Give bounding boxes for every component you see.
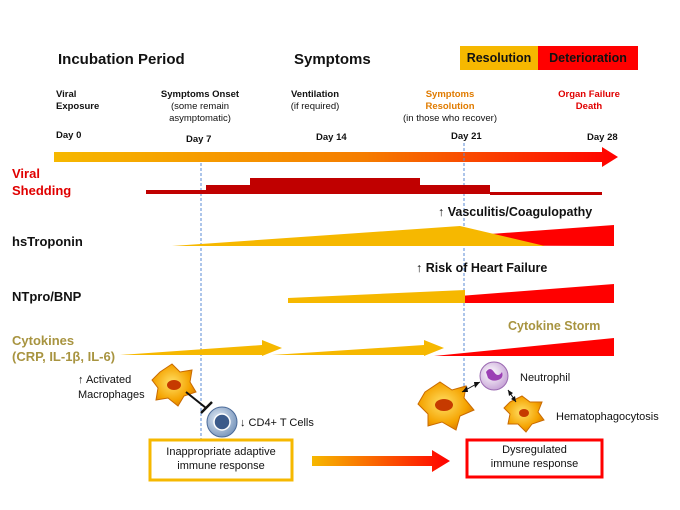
deterioration-label: Deterioration	[549, 51, 627, 65]
viral-shedding-profile	[146, 178, 490, 194]
cytokines-label-line2: (CRP, IL-1β, IL-6)	[12, 349, 116, 364]
macrophages-label-line1: ↑ Activated	[78, 374, 132, 386]
cd4-label: ↓ CD4+ T Cells	[240, 417, 314, 429]
timeline-arrow	[54, 147, 618, 167]
dysregulated-box-frame	[465, 438, 604, 479]
symptoms-resolution-line3: (in those who recover)	[403, 113, 497, 124]
hematophagocytosis-label: Hematophagocytosis	[556, 411, 659, 423]
ntprobnp-label: NTpro/BNP	[12, 289, 82, 304]
cytokine-storm-wedge	[434, 338, 614, 356]
symptoms-heading: Symptoms	[294, 51, 371, 68]
symptoms-onset-line3: asymptomatic)	[169, 113, 231, 124]
viral-shedding-label-line1: Viral	[12, 166, 40, 181]
dysregulated-line2: immune response	[490, 458, 579, 470]
viral-shedding-label-line2: Shedding	[12, 183, 72, 198]
day-0-label: Day 0	[56, 130, 82, 141]
day-21-label: Day 21	[451, 131, 482, 142]
inappropriate-line1: Inappropriate adaptive	[166, 446, 276, 458]
symptoms-onset-line1: Symptoms Onset	[160, 89, 240, 100]
cytokine-wedge-2	[272, 340, 444, 356]
heart-failure-note: ↑ Risk of Heart Failure	[416, 261, 548, 275]
symptoms-onset-line2: (some remain	[170, 101, 230, 112]
dysregulated-response-box: Dysregulated immune response	[467, 440, 602, 477]
viral-exposure-line2: Exposure	[56, 101, 100, 112]
cytokine-wedge-1	[120, 340, 282, 356]
cytokines-label-line1: Cytokines	[12, 333, 75, 348]
progression-arrow	[312, 450, 450, 472]
resolution-label: Resolution	[466, 51, 532, 65]
deterioration-box	[538, 46, 638, 70]
viral-exposure-line1: Viral	[56, 89, 77, 100]
day-7-label: Day 7	[186, 134, 212, 145]
inappropriate-response-box: Inappropriate adaptive immune response	[150, 440, 292, 480]
inhibition-line	[185, 391, 207, 409]
ntprobnp-yellow-top	[288, 290, 465, 298]
resolution-box	[460, 46, 538, 70]
dysregulated-line1: Dysregulated	[502, 444, 567, 456]
ventilation-line2: (if required)	[290, 101, 340, 112]
organ-failure-line2: Death	[575, 101, 603, 112]
inappropriate-line2: immune response	[177, 460, 265, 472]
vasculitis-note: ↑ Vasculitis/Coagulopathy	[438, 205, 593, 219]
cytokine-storm-note: Cytokine Storm	[508, 319, 601, 333]
hstroponin-yellow-wedge	[172, 226, 545, 246]
symptoms-resolution-line2: Resolution	[425, 101, 475, 112]
day-28-label: Day 28	[587, 132, 618, 143]
inappropriate-box-frame	[148, 438, 294, 482]
ntprobnp-yellow-wedge	[288, 298, 465, 303]
organ-failure-line1: Organ Failure	[558, 89, 620, 100]
viral-shedding-tail	[490, 192, 602, 195]
symptoms-resolution-line1: Symptoms	[425, 89, 475, 100]
day-14-label: Day 14	[316, 132, 347, 143]
macrophages-label-line2: Macrophages	[78, 389, 145, 401]
ventilation-line1: Ventilation	[290, 89, 340, 100]
neutrophil-label: Neutrophil	[520, 372, 571, 384]
hstroponin-label: hsTroponin	[12, 234, 83, 249]
incubation-period-heading: Incubation Period	[58, 51, 185, 68]
